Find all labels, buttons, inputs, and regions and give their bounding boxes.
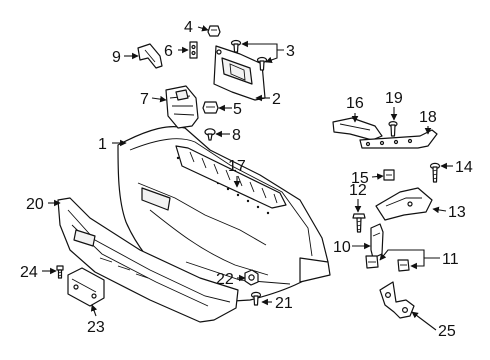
clip-15[interactable] xyxy=(383,169,395,181)
nut-22[interactable] xyxy=(244,269,259,286)
callout-24: 24 xyxy=(20,264,38,281)
callout-17: 17 xyxy=(228,158,246,175)
callout-14: 14 xyxy=(455,159,473,176)
bolt-12[interactable] xyxy=(352,213,366,233)
clip-4[interactable] xyxy=(207,25,221,37)
bracket-7[interactable] xyxy=(165,85,199,129)
bolt-14[interactable] xyxy=(429,162,441,183)
trim-strip-18[interactable] xyxy=(359,129,438,149)
callout-15: 15 xyxy=(351,170,369,187)
callout-19: 19 xyxy=(385,90,403,107)
screw-21[interactable] xyxy=(250,291,262,306)
callout-8: 8 xyxy=(232,127,241,144)
lower-valance[interactable] xyxy=(57,197,239,323)
strap-9[interactable] xyxy=(137,43,163,69)
callout-25: 25 xyxy=(438,323,456,340)
clip-11-b[interactable] xyxy=(365,255,379,269)
callout-1: 1 xyxy=(98,136,107,153)
callout-6: 6 xyxy=(164,43,173,60)
bolt-24[interactable] xyxy=(56,265,64,279)
callout-10: 10 xyxy=(333,239,351,256)
callout-12: 12 xyxy=(349,182,367,199)
callout-22: 22 xyxy=(216,271,234,288)
step-pad-strip[interactable] xyxy=(175,145,287,209)
bracket-10[interactable] xyxy=(370,223,384,259)
callout-5: 5 xyxy=(233,101,242,118)
callout-9: 9 xyxy=(112,49,121,66)
push-pin-8[interactable] xyxy=(204,128,216,141)
bumper-face-bar[interactable] xyxy=(117,125,331,304)
callout-20: 20 xyxy=(26,196,44,213)
callout-2: 2 xyxy=(272,91,281,108)
callout-13: 13 xyxy=(448,204,466,221)
side-bracket-13[interactable] xyxy=(375,187,433,221)
license-plate-bracket[interactable] xyxy=(67,267,105,307)
bracket-plate-6[interactable] xyxy=(189,41,198,59)
callout-4: 4 xyxy=(184,19,193,36)
clip-nut-5[interactable] xyxy=(202,101,219,114)
clip-11-a[interactable] xyxy=(397,259,410,272)
callout-7: 7 xyxy=(140,91,149,108)
callout-23: 23 xyxy=(87,319,105,336)
screw-3-a[interactable] xyxy=(230,39,242,53)
bolt-19[interactable] xyxy=(388,120,398,137)
bumper-bracket-arm-16[interactable] xyxy=(332,117,383,141)
mounting-bracket-2[interactable] xyxy=(213,45,266,101)
callout-21: 21 xyxy=(275,295,293,312)
callout-11: 11 xyxy=(442,251,459,268)
callout-18: 18 xyxy=(419,109,437,126)
callout-16: 16 xyxy=(346,95,364,112)
callout-3: 3 xyxy=(286,43,295,60)
mounting-bracket-25[interactable] xyxy=(379,281,415,319)
